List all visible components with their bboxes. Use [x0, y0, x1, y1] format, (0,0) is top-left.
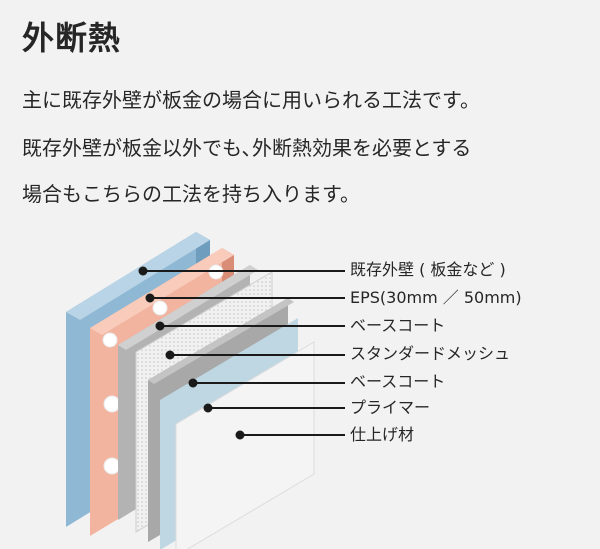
label-base-coat-2: ベースコート	[350, 372, 446, 391]
label-existing-wall: 既存外壁 ( 板金など )	[350, 260, 506, 279]
description-line-2: 既存外壁が板金以外でも､外断熱効果を必要とする	[22, 136, 472, 160]
label-eps: EPS(30mm ／ 50mm)	[350, 288, 522, 307]
leader-dot-existing-wall	[138, 266, 148, 276]
description-line-1: 主に既存外壁が板金の場合に用いられる工法です。	[22, 88, 480, 112]
label-standard-mesh: スタンダードメッシュ	[350, 344, 511, 363]
label-finish: 仕上げ材	[350, 425, 415, 444]
leader-dot-mesh	[165, 350, 175, 360]
label-primer: プライマー	[350, 398, 431, 417]
page-title: 外断熱	[22, 19, 122, 57]
leader-dot-primer	[203, 403, 213, 413]
leader-dot-finish	[235, 430, 245, 440]
leader-dot-base-coat-1	[155, 321, 165, 331]
leader-dot-base-coat-2	[188, 378, 198, 388]
finish-layer	[175, 341, 315, 549]
leader-dot-eps	[145, 293, 155, 303]
description-line-3: 場合もこちらの工法を持ち入ります。	[22, 182, 360, 206]
label-base-coat-1: ベースコート	[350, 316, 446, 335]
